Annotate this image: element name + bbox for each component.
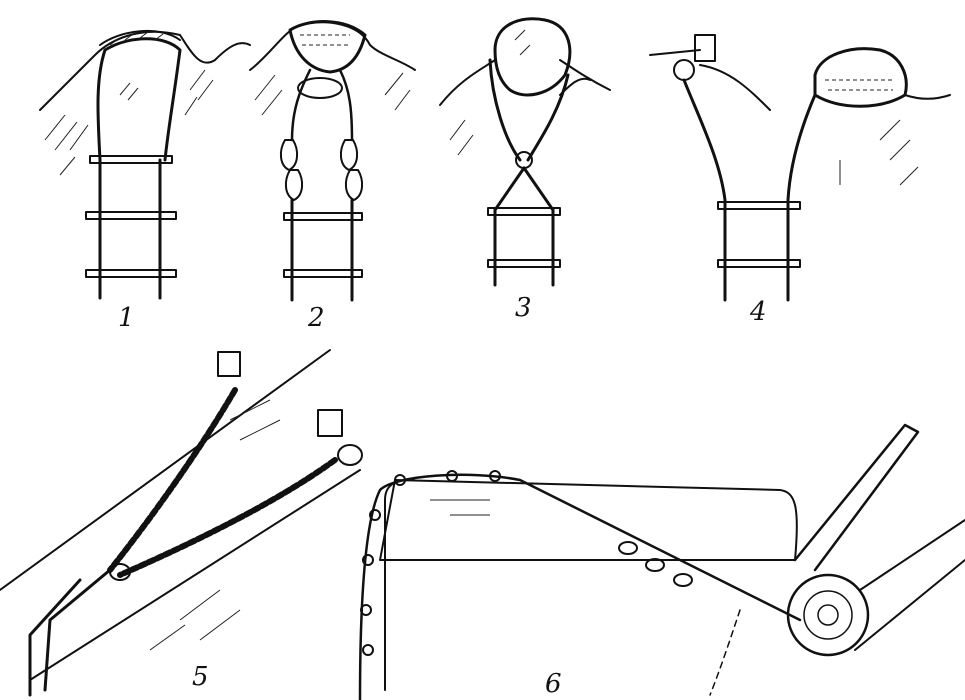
panel-label-1: 1: [118, 303, 135, 333]
panel-3-sling-triangle: [440, 19, 610, 285]
panel-label-4: 4: [749, 297, 767, 327]
panel-label-2: 2: [307, 303, 325, 333]
panel-6-log-anchor: [360, 425, 965, 700]
panel-5-twin-pitons: [0, 350, 362, 695]
panel-label-6: 6: [545, 669, 562, 699]
panel-1-ladder-on-rock: [40, 31, 250, 298]
panel-4-piton-rock: [650, 35, 950, 300]
panel-2-ladder-carabiners: [250, 22, 415, 300]
panel-label-5: 5: [192, 662, 209, 692]
panel-label-3: 3: [515, 293, 532, 323]
